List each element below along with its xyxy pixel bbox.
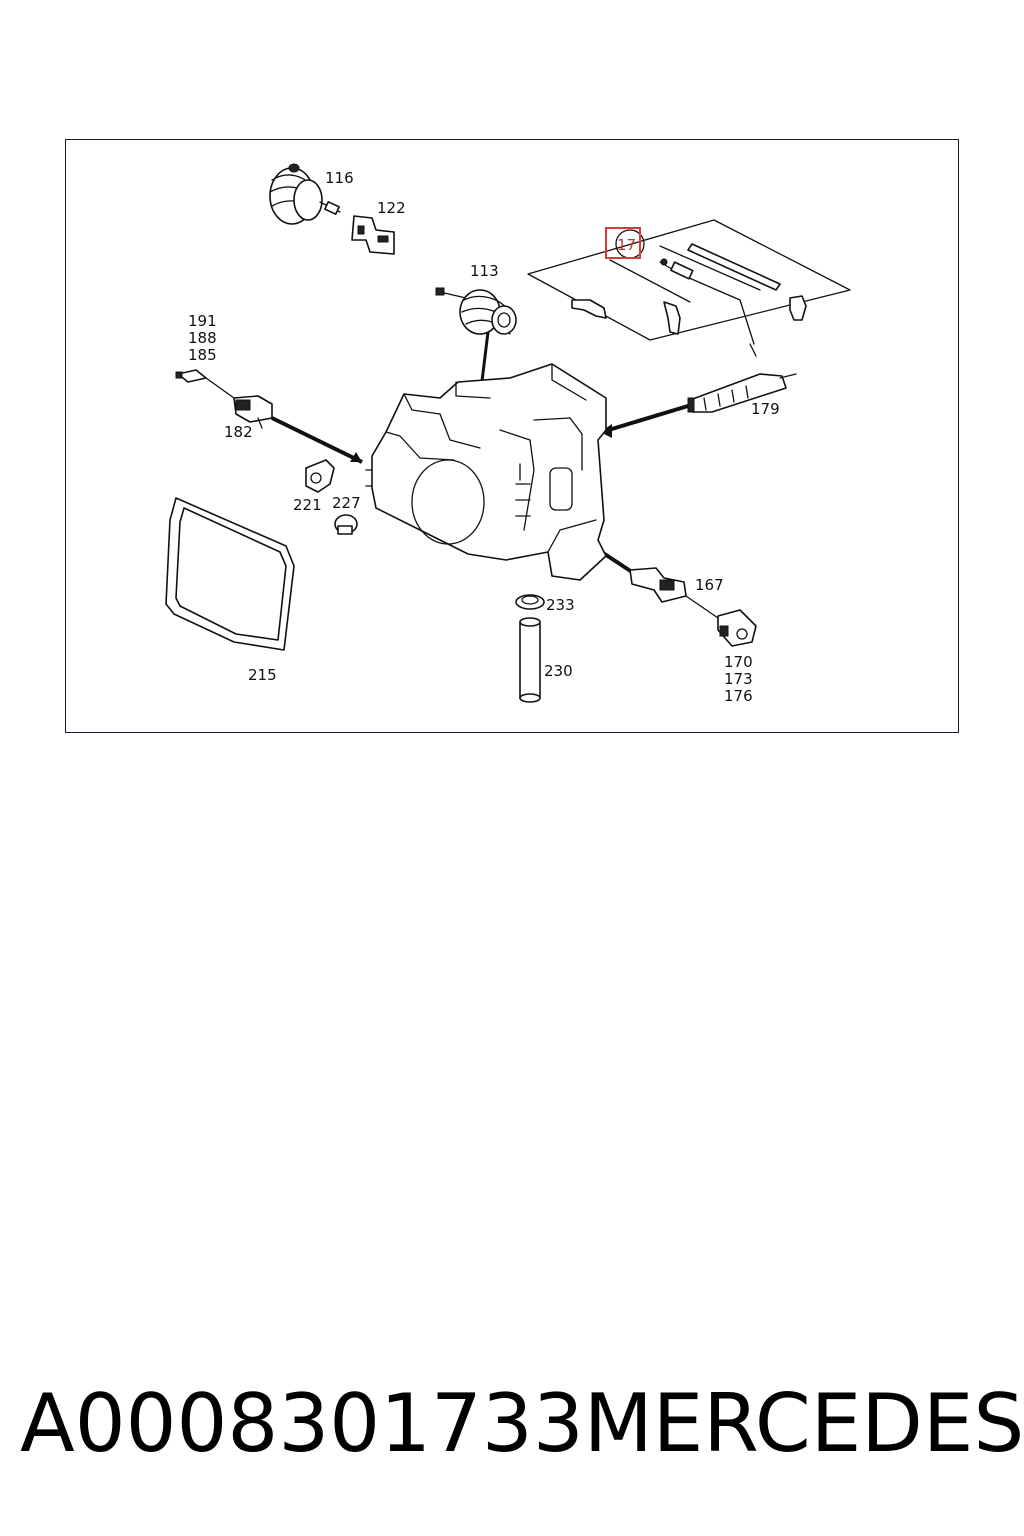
label-167: 167 (695, 576, 724, 594)
part-221-fitting[interactable] (305, 459, 335, 493)
label-191: 191 (188, 312, 217, 330)
label-116: 116 (325, 169, 354, 187)
diagram-drawing: 116 122 113 17 191 188 185 182 179 221 2… (165, 163, 851, 705)
footer-caption: A0008301733 MERCEDES (20, 1368, 1024, 1478)
label-179: 179 (751, 400, 780, 418)
label-113: 113 (470, 262, 499, 280)
label-230: 230 (544, 662, 573, 680)
label-176: 176 (724, 687, 753, 705)
label-170: 170 (724, 653, 753, 671)
label-122: 122 (377, 199, 406, 217)
part-227-plug[interactable] (334, 514, 358, 535)
main-housing (365, 363, 607, 581)
part-182-connector[interactable] (175, 369, 273, 429)
part-113-actuator[interactable] (435, 287, 517, 335)
part-116-actuator[interactable] (269, 163, 341, 225)
part-215-gasket[interactable] (165, 497, 295, 651)
brand-name: MERCEDES (583, 1376, 1024, 1470)
label-215: 215 (248, 666, 277, 684)
part-122-bracket[interactable] (351, 215, 395, 255)
label-185: 185 (188, 346, 217, 364)
part-230-tube[interactable] (519, 617, 541, 703)
part-170-sensor[interactable] (717, 609, 757, 647)
label-182: 182 (224, 423, 253, 441)
part-179-connector-strip[interactable] (687, 373, 797, 413)
part-17-highlight-box[interactable] (605, 227, 641, 259)
label-227: 227 (332, 494, 361, 512)
label-233: 233 (546, 596, 575, 614)
part-233-ring[interactable] (515, 594, 545, 610)
part-17-assembly[interactable] (527, 219, 851, 357)
part-167-connector[interactable] (629, 567, 719, 619)
label-188: 188 (188, 329, 217, 347)
label-17[interactable]: 17 (617, 236, 636, 254)
label-173: 173 (724, 670, 753, 688)
part-number: A0008301733 (20, 1376, 584, 1470)
label-221: 221 (293, 496, 322, 514)
